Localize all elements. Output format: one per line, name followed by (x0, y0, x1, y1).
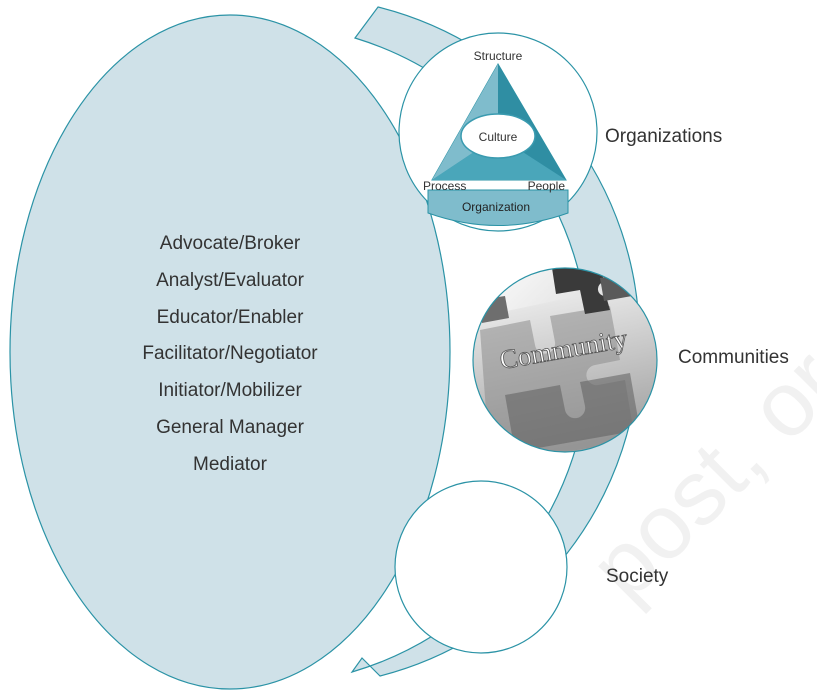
role-item: Analyst/Evaluator (156, 269, 304, 291)
organization-model: Structure Culture Process People Organiz… (398, 32, 598, 232)
organizations-label: Organizations (605, 126, 723, 147)
role-item: Educator/Enabler (156, 306, 304, 328)
role-item: General Manager (156, 416, 304, 438)
puzzle-pieces-image: Community (472, 267, 658, 453)
process-label: Process (423, 179, 466, 193)
organization-label: Organization (462, 200, 530, 214)
role-item: Facilitator/Negotiator (142, 343, 318, 365)
society-circle (394, 480, 568, 654)
role-item: Advocate/Broker (159, 233, 301, 254)
role-item: Mediator (193, 453, 267, 475)
culture-label: Culture (479, 130, 518, 144)
structure-label: Structure (474, 49, 523, 63)
roles-list: Advocate/Broker Analyst/Evaluator Educat… (60, 226, 400, 484)
role-item: Initiator/Mobilizer (158, 380, 302, 402)
communities-label: Communities (678, 347, 789, 368)
roles-oval (9, 14, 451, 690)
people-label: People (528, 179, 566, 193)
society-label: Society (606, 566, 669, 587)
